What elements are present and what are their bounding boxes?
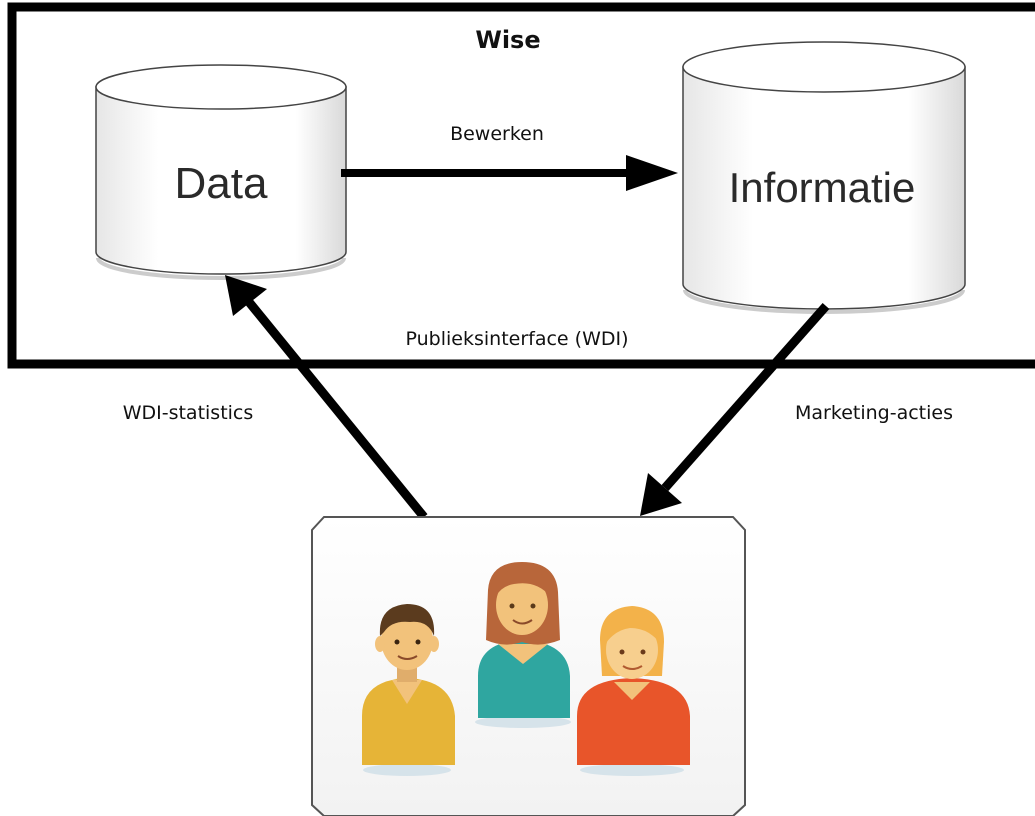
wdi-statistics-label: WDI-statistics: [123, 402, 254, 424]
person-girl-icon: [577, 606, 690, 765]
informatie-store-cylinder: Informatie: [682, 41, 966, 314]
publieksinterface-label: Publieksinterface (WDI): [406, 328, 629, 350]
data-store-label: Data: [175, 159, 268, 208]
informatie-store-label: Informatie: [729, 164, 916, 211]
marketing-acties-label: Marketing-acties: [795, 402, 953, 424]
bewerken-label: Bewerken: [450, 123, 544, 145]
wise-system-boundary: [7, 2, 1035, 369]
marketing-acties-arrow: [640, 303, 830, 516]
person-woman-icon: [478, 562, 570, 718]
wdi-statistics-arrow: [225, 275, 428, 520]
people-group-icon: [362, 562, 690, 776]
person-man-icon: [362, 604, 455, 765]
bewerken-arrow: [341, 155, 678, 191]
system-title: Wise: [475, 26, 540, 54]
data-store-cylinder: Data: [95, 64, 347, 280]
